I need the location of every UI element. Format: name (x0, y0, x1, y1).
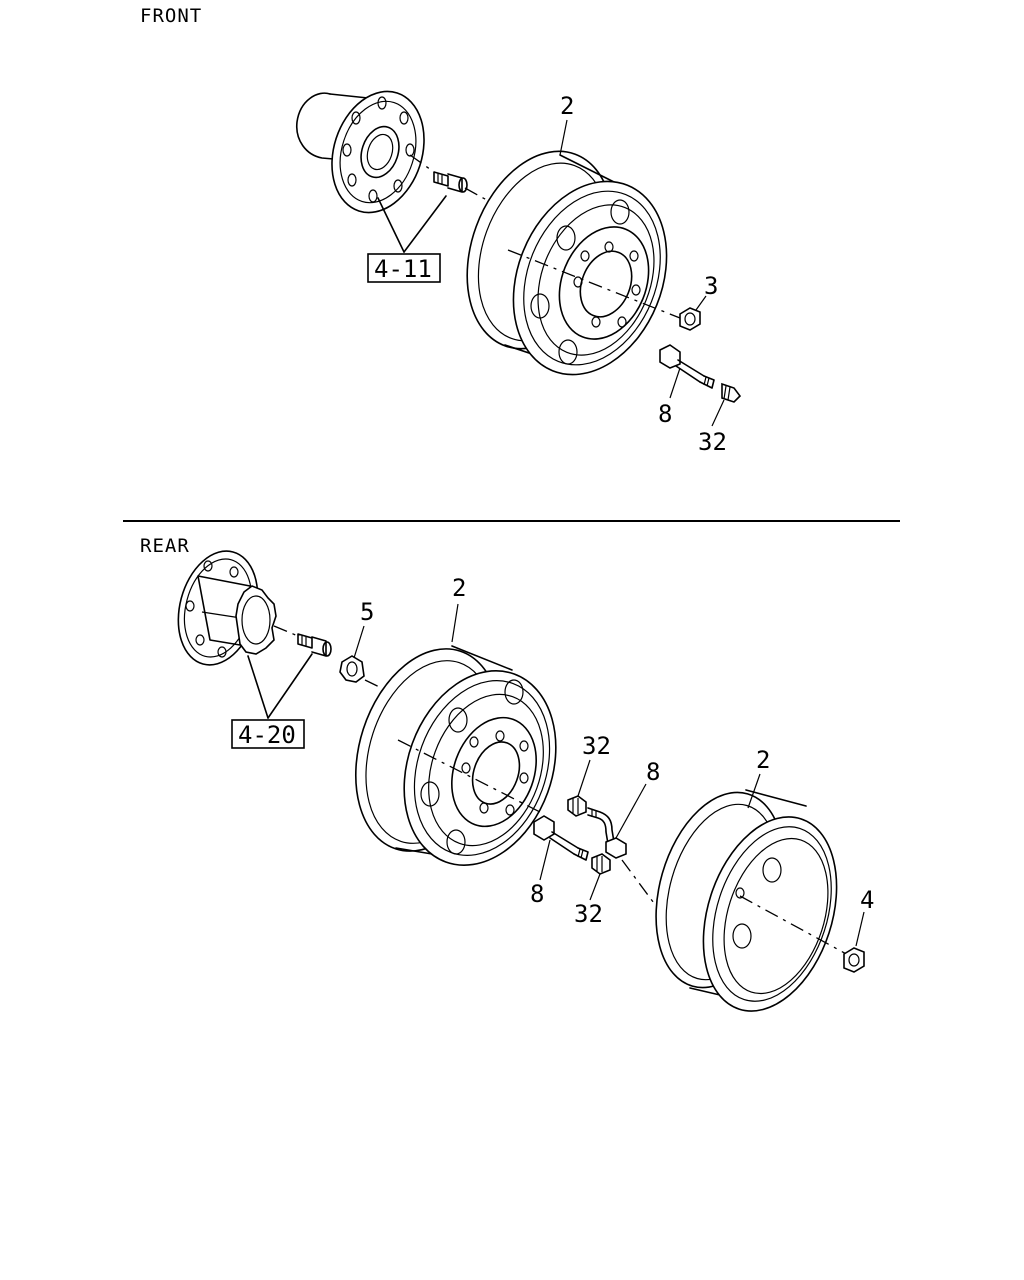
callout-front-hub-ref: 4-11 (374, 255, 432, 283)
callout-rear-hub-ref: 4-20 (238, 721, 296, 749)
rear-valve-cap-lower (591, 853, 611, 875)
callout-rear-valve-cap-lower: 32 (574, 900, 603, 928)
rear-hub (177, 550, 277, 666)
rear-outer-axis (739, 895, 851, 957)
rear-bolt-axis (273, 625, 299, 637)
rear-outer-wheel-rim (655, 789, 838, 1012)
callout-front-nut: 3 (704, 272, 718, 300)
leader-rear-cap-upper (577, 759, 591, 797)
front-wheel-axis (507, 249, 681, 319)
rear-hub-bolt (297, 633, 332, 657)
leader-rear-ref-a (247, 655, 269, 719)
leader-rear-inner-nut (353, 625, 365, 659)
leader-front-rim (559, 119, 568, 156)
front-hub (296, 90, 425, 214)
leader-rear-valve-ext (615, 783, 647, 839)
rear-valve-stem-lower (533, 815, 589, 861)
leader-front-cap (711, 399, 725, 427)
leader-front-valve (669, 367, 681, 399)
front-wheel-nut (679, 307, 701, 331)
front-bolt-axis (409, 154, 435, 173)
rear-valve-axis (621, 859, 663, 915)
front-hub-bolt (433, 171, 468, 193)
front-valve-cap (721, 382, 742, 403)
front-valve-stem (659, 344, 715, 389)
callout-front-rim: 2 (560, 92, 574, 120)
rear-inner-nut (339, 655, 365, 683)
callout-rear-outer-nut: 4 (860, 886, 874, 914)
rear-inner-axis (397, 739, 541, 813)
callout-front-valve-cap: 32 (698, 428, 727, 456)
leader-rear-ref-b (267, 653, 313, 719)
callout-front-valve: 8 (658, 400, 672, 428)
leader-rear-cap-lower (589, 873, 601, 901)
callout-rear-valve-lower: 8 (530, 880, 544, 908)
leader-rear-rim-inner (451, 603, 459, 643)
rear-inner-wheel-rim (354, 645, 557, 866)
leader-front-ref-b (403, 195, 447, 253)
leader-rear-valve-lower (539, 839, 551, 881)
ref-box-front-hub (367, 253, 441, 283)
rear-outer-nut (843, 947, 865, 973)
rear-valve-cap-upper (567, 795, 587, 817)
callout-rear-rim-outer: 2 (756, 746, 770, 774)
leader-rear-rim-outer (747, 773, 761, 809)
leader-rear-outer-nut (855, 911, 865, 947)
callout-rear-valve-cap-upper: 32 (582, 732, 611, 760)
front-bolt-axis-2 (464, 187, 495, 205)
leader-front-nut (695, 295, 707, 311)
rear-valve-extension (587, 807, 627, 859)
section-title-rear: REAR (140, 535, 190, 557)
callout-rear-rim-inner: 2 (452, 574, 466, 602)
callout-rear-inner-nut: 5 (360, 598, 374, 626)
front-wheel-rim (466, 150, 668, 376)
callout-rear-valve-ext: 8 (646, 758, 660, 786)
section-title-front: FRONT (140, 5, 202, 27)
ref-box-rear-hub (231, 719, 305, 749)
leader-front-ref-a (377, 197, 405, 253)
